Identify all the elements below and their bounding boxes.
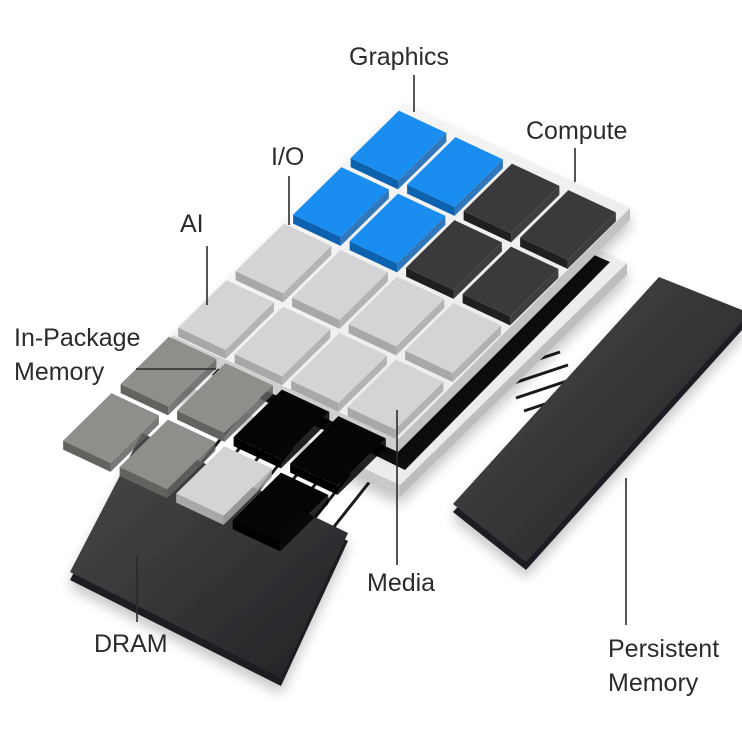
tile-side — [462, 294, 511, 326]
graphics-tile — [293, 167, 389, 237]
tile-side — [281, 411, 330, 469]
tile-side — [176, 493, 224, 525]
tile-side — [396, 298, 445, 356]
io-tile — [292, 250, 388, 320]
tile-side — [283, 245, 332, 303]
io-tile — [405, 303, 501, 373]
tile-side — [224, 385, 273, 442]
ai-tile — [177, 363, 273, 433]
ai-tile — [120, 336, 217, 407]
dram-label: DRAM — [94, 630, 168, 658]
media-tile — [233, 389, 330, 460]
graphics-tile — [350, 110, 447, 181]
graphics-label: Graphics — [349, 43, 450, 71]
tile-side — [340, 189, 389, 246]
in-package-memory-label-line1: In-Package — [14, 324, 141, 352]
tile-side — [510, 268, 559, 326]
tile-side — [463, 211, 512, 243]
tile-side — [348, 324, 397, 356]
tile-side — [567, 212, 616, 269]
tile-side — [395, 381, 444, 439]
persistent-memory-label: Persistent Memory — [608, 632, 719, 700]
io-label: I/O — [271, 143, 305, 171]
compute-tile — [406, 220, 502, 290]
tile-side — [177, 410, 225, 442]
compute-tile — [463, 163, 560, 234]
graphics-tile — [349, 193, 446, 264]
io-tile — [291, 333, 387, 403]
io-tile — [176, 446, 272, 516]
tile-side — [280, 494, 329, 552]
tile-side — [119, 467, 168, 499]
tile-side — [405, 350, 453, 382]
tile-side — [223, 468, 272, 525]
interconnect-wire — [507, 363, 569, 387]
tile-side — [511, 185, 560, 243]
tile-side — [350, 158, 399, 190]
tile-side — [232, 520, 281, 552]
persistent-memory-module — [453, 277, 742, 570]
persistent-memory-module-top — [453, 277, 742, 562]
media-tile — [232, 472, 329, 543]
tile-side — [347, 407, 396, 439]
tile-side — [235, 271, 284, 303]
persistent-memory-label-line1: Persistent — [608, 635, 720, 663]
tile-side — [291, 380, 339, 412]
tile-side — [233, 437, 282, 469]
tile-side — [293, 214, 341, 246]
tile-side — [292, 297, 340, 329]
dram-module-top — [70, 433, 348, 678]
tile-side — [520, 237, 568, 269]
tile-side — [63, 440, 111, 472]
leader-lines — [136, 75, 627, 625]
tile-side — [452, 325, 501, 382]
tile-side — [397, 215, 446, 273]
tile-side — [453, 242, 502, 299]
tile-side — [234, 354, 283, 386]
tile-side — [282, 328, 331, 386]
io-tile — [234, 306, 331, 377]
tile-side — [167, 441, 216, 499]
ai-label: AI — [180, 210, 204, 238]
compute-tile — [520, 190, 616, 260]
in-package-memory-label-line2: Memory — [14, 358, 105, 386]
io-tile — [347, 359, 444, 430]
ai-tile — [63, 393, 159, 463]
in-package-memory-label: In-Package Memory — [14, 321, 140, 389]
tile-side — [349, 241, 398, 273]
interconnect-wire — [331, 479, 373, 529]
io-tile — [235, 223, 332, 294]
tile-side — [337, 438, 386, 495]
chiplet-tiles — [63, 110, 616, 552]
compute-tile — [462, 246, 559, 317]
tile-side — [454, 159, 503, 216]
io-tile — [178, 280, 274, 350]
ai-tile — [119, 419, 216, 490]
persistent-memory-label-line2: Memory — [608, 669, 699, 697]
tile-side — [339, 272, 388, 329]
dram-module — [70, 433, 348, 686]
tile-side — [338, 355, 387, 412]
tile-side — [110, 415, 159, 472]
tile-side — [406, 267, 454, 299]
media-tile — [290, 416, 386, 486]
tile-side — [290, 463, 338, 495]
tile-side — [398, 132, 447, 190]
io-tile — [348, 276, 445, 347]
tile-side — [407, 184, 455, 216]
tile-side — [120, 384, 169, 416]
tile-side — [168, 358, 217, 416]
media-label: Media — [367, 569, 436, 597]
compute-label: Compute — [526, 117, 628, 145]
graphics-tile — [407, 137, 503, 207]
tile-side — [225, 302, 274, 359]
tile-side — [178, 327, 226, 359]
